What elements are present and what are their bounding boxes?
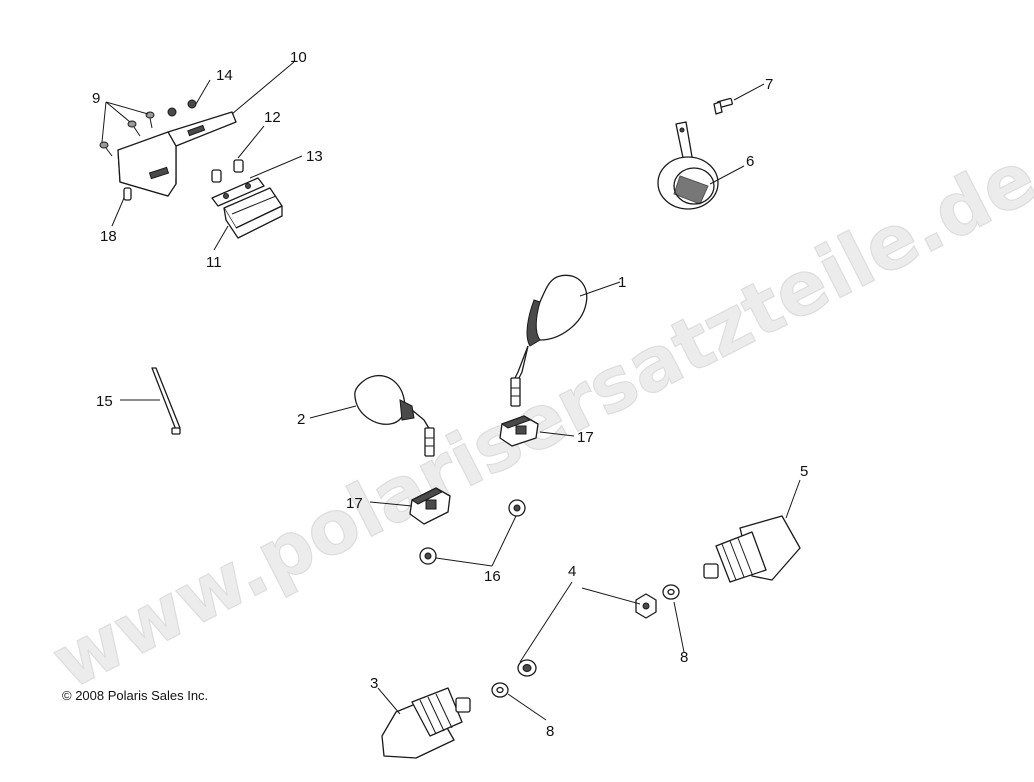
callout-8-right: 8 (680, 649, 688, 666)
callout-9: 9 (92, 90, 100, 107)
mirror-left (354, 374, 435, 457)
callout-7: 7 (765, 76, 773, 93)
nut-16-lower (419, 547, 437, 565)
horn (657, 121, 719, 210)
screw-9a (145, 111, 155, 129)
nut-16-upper (508, 499, 526, 517)
turn-signal-right (703, 515, 801, 583)
nut-4-right (635, 593, 657, 619)
callout-3: 3 (370, 675, 378, 692)
callout-18: 18 (100, 228, 117, 245)
callout-6: 6 (746, 153, 754, 170)
connector-17-upper (499, 415, 539, 447)
callout-5: 5 (800, 463, 808, 480)
callouts: 1 2 3 4 5 6 7 8 8 9 10 11 12 13 14 15 16… (92, 49, 808, 740)
callout-17-upper: 17 (577, 429, 594, 446)
callout-14: 14 (216, 67, 233, 84)
callout-17-lower: 17 (346, 495, 363, 512)
horn-bolt (713, 97, 733, 115)
connector-17-lower (409, 487, 451, 525)
callout-15: 15 (96, 393, 113, 410)
washer-8-right (662, 584, 680, 600)
callout-1: 1 (618, 274, 626, 291)
callout-12: 12 (264, 109, 281, 126)
mirror-right (510, 274, 588, 407)
callout-2: 2 (297, 411, 305, 428)
callout-16: 16 (484, 568, 501, 585)
callout-13: 13 (306, 148, 323, 165)
watermark: www.polarisersatzteile.de (39, 134, 1034, 706)
callout-8-left: 8 (546, 723, 554, 740)
callout-11: 11 (206, 254, 222, 271)
screw-9b (127, 120, 141, 137)
screw-9c (99, 141, 113, 157)
leader-lines (101, 61, 801, 721)
license-plate-bracket-assembly (99, 99, 283, 239)
turn-signal-left (381, 687, 471, 759)
copyright-notice: © 2008 Polaris Sales Inc. (62, 688, 208, 703)
callout-10: 10 (290, 49, 307, 66)
nut-4-left (517, 659, 537, 677)
cable-tie (151, 367, 181, 435)
washer-8-left (491, 682, 509, 698)
callout-4: 4 (568, 563, 576, 580)
